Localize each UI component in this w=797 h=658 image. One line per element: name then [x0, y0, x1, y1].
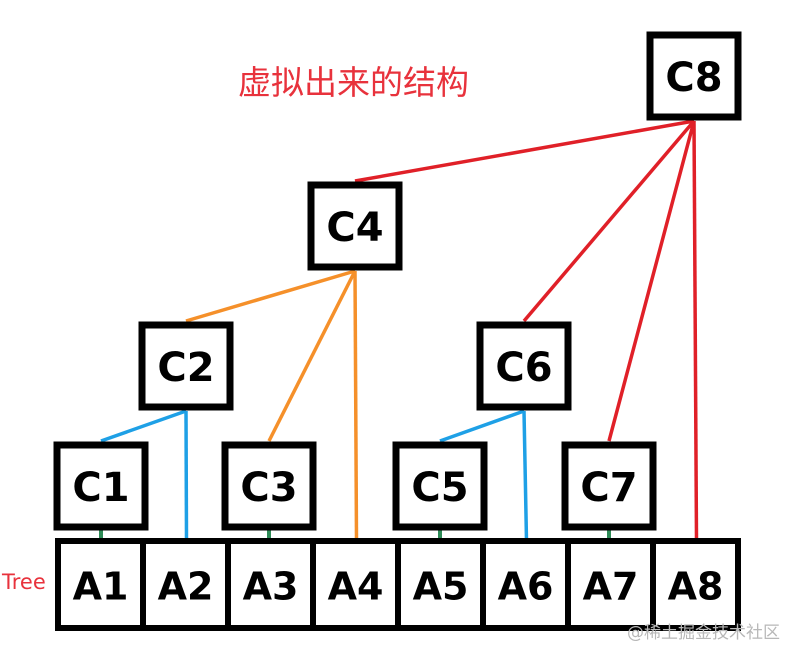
array-cell-label: A1: [73, 565, 129, 609]
edge-c1-to-c2: [100, 409, 187, 443]
node-label: C1: [72, 465, 129, 511]
array-cell-a3: A3: [225, 538, 316, 631]
array-cell-label: A7: [583, 565, 639, 609]
array-cell-a4: A4: [310, 538, 401, 631]
tree-label: Tree: [1, 570, 46, 594]
watermark: @稀土掘金技术社区: [627, 623, 780, 643]
edge-c7-to-c8: [607, 120, 696, 442]
edge-c4-to-c8: [354, 119, 695, 183]
node-label: C5: [411, 465, 468, 511]
edge-a4-to-c4: [353, 270, 359, 542]
array-cell-label: A4: [328, 565, 384, 609]
node-c2: C2: [138, 321, 234, 411]
node-label: C4: [326, 205, 383, 251]
array-cell-a8: A8: [650, 538, 741, 631]
array-row: A1 A2 A3 A4 A5 A6 A7 A8: [55, 538, 741, 631]
node-c7: C7: [561, 441, 657, 531]
edge-c3-to-c4: [267, 270, 357, 442]
node-c3: C3: [221, 441, 317, 531]
array-cell-a7: A7: [565, 538, 656, 631]
diagram-title: 虚拟出来的结构: [238, 63, 469, 102]
node-c6: C6: [476, 321, 572, 411]
array-cell-label: A6: [498, 565, 554, 609]
edge-c2-to-c4: [185, 269, 356, 323]
array-cell-a6: A6: [480, 538, 571, 631]
edge-a8-to-c8: [692, 120, 699, 542]
node-label: C8: [665, 55, 722, 101]
edge-c5-to-c6: [439, 409, 525, 443]
node-label: C3: [240, 465, 297, 511]
array-cell-a1: A1: [55, 538, 146, 631]
node-c8: C8: [646, 31, 742, 121]
array-cell-a5: A5: [395, 538, 486, 631]
array-cell-label: A2: [158, 565, 214, 609]
array-cell-label: A8: [668, 565, 724, 609]
node-label: C2: [157, 345, 214, 391]
node-c1: C1: [53, 441, 149, 531]
node-label: C6: [495, 345, 552, 391]
edge-a6-to-c6: [522, 410, 529, 542]
array-cell-label: A5: [413, 565, 469, 609]
edge-c6-to-c8: [522, 119, 696, 323]
array-cell-label: A3: [243, 565, 299, 609]
edges-layer: [99, 119, 699, 542]
node-c4: C4: [307, 181, 403, 271]
edge-a2-to-c2: [184, 410, 189, 542]
node-c5: C5: [392, 441, 488, 531]
array-cell-a2: A2: [140, 538, 231, 631]
node-label: C7: [580, 465, 637, 511]
